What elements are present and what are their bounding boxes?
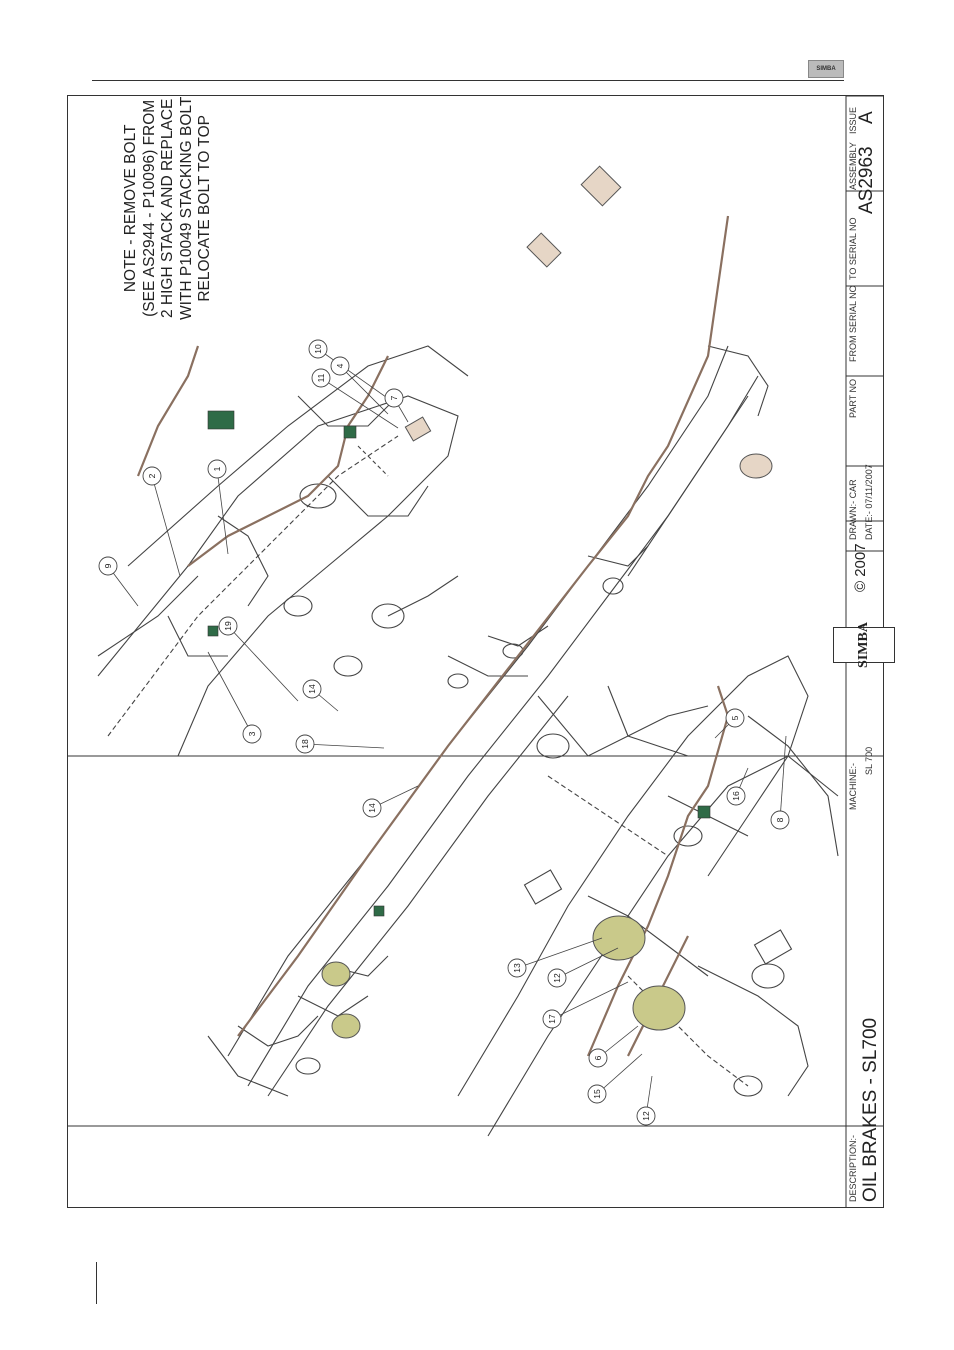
callout-leader bbox=[556, 947, 619, 979]
callout-leader bbox=[317, 348, 394, 403]
frame-linework bbox=[97, 345, 839, 1137]
assembly-note: NOTE - REMOVE BOLT (SEE AS2944 - P10096)… bbox=[122, 97, 215, 320]
callout-label: 8 bbox=[775, 817, 785, 822]
callout-5: 5 bbox=[725, 708, 745, 728]
note-line: RELOCATE BOLT TO TOP bbox=[196, 115, 213, 302]
title-block bbox=[68, 96, 883, 1207]
drawing-date: DATE:- 07/11/2007 bbox=[864, 464, 874, 540]
callout-label: 1 bbox=[212, 466, 222, 471]
machine-caption: MACHINE:- bbox=[848, 763, 858, 810]
callout-leader bbox=[320, 377, 399, 429]
callout-label: 12 bbox=[552, 973, 562, 983]
callout-label: 17 bbox=[547, 1014, 557, 1024]
callout-3: 3 bbox=[242, 724, 262, 744]
callout-8: 8 bbox=[770, 810, 790, 830]
callout-7: 7 bbox=[384, 388, 404, 408]
callout-16: 16 bbox=[726, 786, 746, 806]
callout-leader bbox=[339, 365, 389, 415]
title-logo: SIMBA bbox=[833, 622, 895, 668]
copyright: © 2007 bbox=[852, 543, 869, 592]
brake-reservoirs bbox=[321, 915, 686, 1039]
callout-label: 14 bbox=[307, 684, 317, 694]
callout-17: 17 bbox=[542, 1009, 562, 1029]
callout-leader bbox=[779, 735, 787, 821]
callout-13: 13 bbox=[507, 958, 527, 978]
callout-label: 9 bbox=[103, 563, 113, 568]
callout-label: 16 bbox=[731, 791, 741, 801]
callout-leader bbox=[304, 743, 385, 749]
callout-label: 15 bbox=[592, 1089, 602, 1099]
note-line: WITH P10049 STACKING BOLT bbox=[177, 96, 195, 320]
machine-value: SL 700 bbox=[864, 746, 874, 775]
callout-2: 2 bbox=[142, 466, 162, 486]
callout-leader bbox=[227, 625, 299, 702]
assembly-value: AS2963 bbox=[856, 146, 877, 214]
loose-parts bbox=[404, 165, 773, 479]
callout-6: 6 bbox=[588, 1048, 608, 1068]
callout-1: 1 bbox=[207, 459, 227, 479]
callout-15: 15 bbox=[587, 1084, 607, 1104]
note-line: (SEE AS2944 - P10096) FROM bbox=[140, 99, 158, 317]
callout-12: 12 bbox=[636, 1106, 656, 1126]
callout-label: 13 bbox=[512, 963, 522, 973]
callout-10: 10 bbox=[308, 339, 328, 359]
callout-4: 4 bbox=[330, 356, 350, 376]
note-line: NOTE - REMOVE BOLT bbox=[122, 124, 139, 293]
callout-leader bbox=[151, 475, 181, 577]
callout-14: 14 bbox=[302, 679, 322, 699]
callout-label: 2 bbox=[147, 473, 157, 478]
callout-leader bbox=[207, 651, 253, 735]
header-logo: SIMBA bbox=[808, 60, 844, 78]
callout-label: 5 bbox=[730, 715, 740, 720]
callout-label: 7 bbox=[389, 395, 399, 400]
callout-label: 10 bbox=[313, 344, 323, 354]
from-serial-caption: FROM SERIAL NO bbox=[848, 285, 858, 362]
callout-9: 9 bbox=[98, 556, 118, 576]
callout-19: 19 bbox=[218, 616, 238, 636]
callout-leader bbox=[216, 468, 229, 555]
callout-label: 4 bbox=[335, 363, 345, 368]
callout-18: 18 bbox=[295, 734, 315, 754]
description-value: OIL BRAKES - SL700 bbox=[860, 1017, 881, 1202]
callout-leader bbox=[516, 937, 603, 969]
note-line: 2 HIGH STACK AND REPLACE bbox=[159, 98, 176, 318]
issue-value: A bbox=[856, 111, 877, 124]
callout-label: 12 bbox=[641, 1111, 651, 1121]
callout-11: 11 bbox=[311, 368, 331, 388]
callout-leader bbox=[596, 1053, 643, 1095]
callout-label: 11 bbox=[316, 373, 326, 382]
brake-pipes bbox=[136, 215, 730, 1057]
drawn-by: DRAWN:- CAR bbox=[848, 479, 858, 540]
margin-mark bbox=[96, 1262, 97, 1304]
callout-14: 14 bbox=[362, 798, 382, 818]
fittings bbox=[207, 410, 711, 917]
callout-label: 6 bbox=[593, 1055, 603, 1060]
part-no-caption: PART NO bbox=[848, 378, 858, 418]
header-rule bbox=[92, 80, 844, 81]
description-caption: DESCRIPTION:- bbox=[848, 1134, 858, 1202]
callout-label: 14 bbox=[367, 803, 377, 813]
to-serial-caption: TO SERIAL NO bbox=[848, 217, 858, 280]
callout-label: 3 bbox=[247, 731, 257, 736]
callout-label: 19 bbox=[223, 621, 233, 631]
callout-leader bbox=[551, 981, 629, 1020]
callout-12: 12 bbox=[547, 968, 567, 988]
callout-label: 18 bbox=[300, 739, 310, 749]
